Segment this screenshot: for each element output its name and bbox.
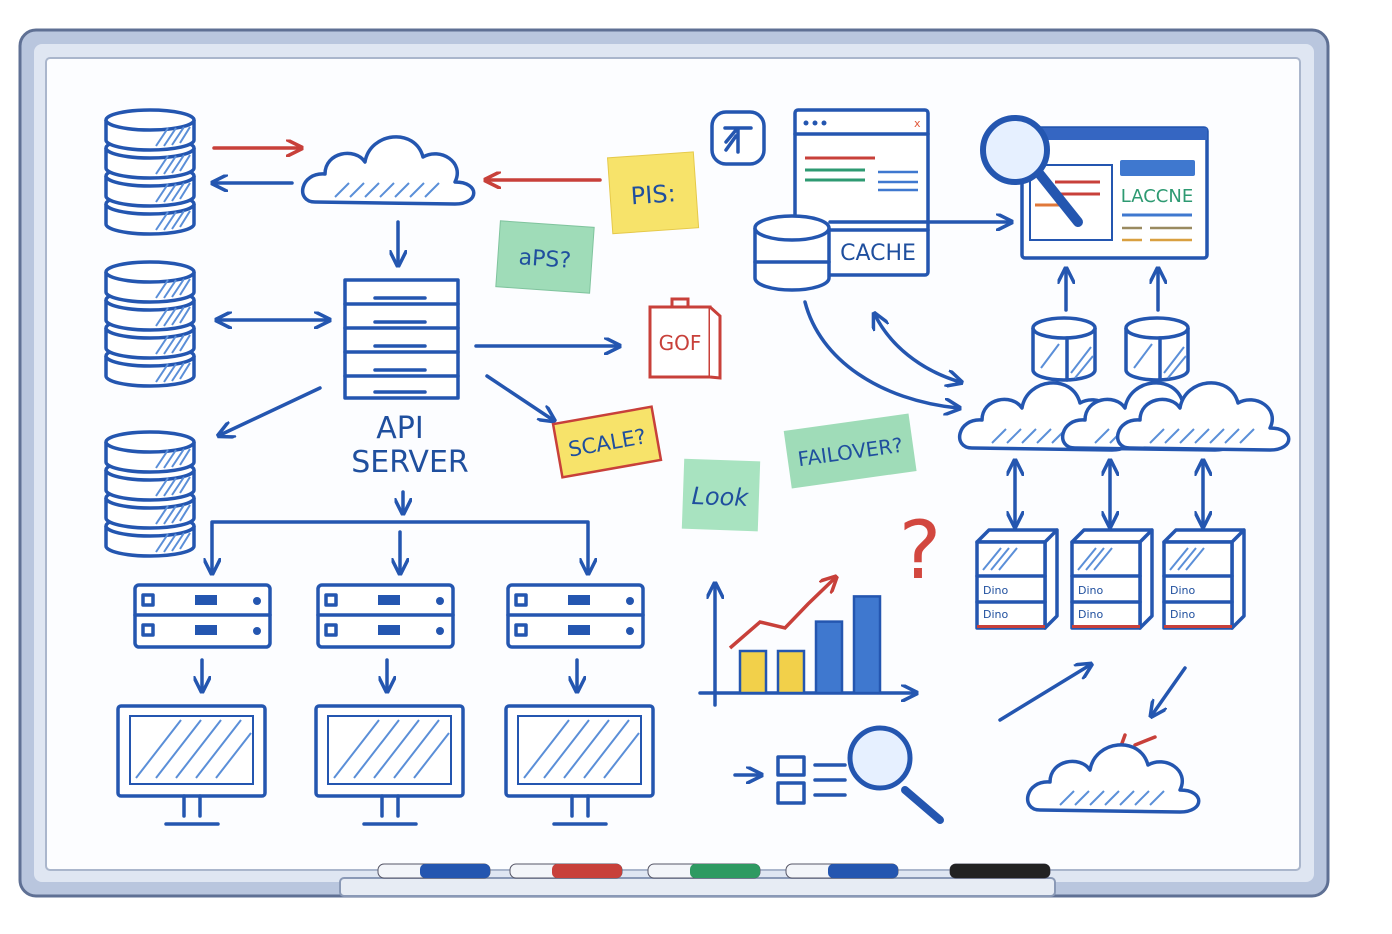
svg-text:GOF: GOF xyxy=(659,331,702,355)
server-icon: Dino Dino xyxy=(1070,528,1154,630)
svg-text:Dino: Dino xyxy=(983,584,1008,597)
svg-text:PIS:: PIS: xyxy=(630,179,677,210)
markers xyxy=(377,863,1051,879)
magnifier-icon xyxy=(980,115,1083,227)
logo-badge-icon xyxy=(710,110,766,166)
marker-pen xyxy=(949,863,1051,879)
api-server-label: API xyxy=(376,411,423,446)
database-icon xyxy=(106,432,194,556)
trend-line xyxy=(728,578,835,650)
bar-chart xyxy=(698,578,915,707)
arrow xyxy=(485,374,553,420)
svg-text:aPS?: aPS? xyxy=(518,245,572,274)
network-device-icon xyxy=(506,583,645,649)
arrows-down xyxy=(202,658,577,690)
svg-text:x: x xyxy=(914,117,921,130)
dashboard-window-icon: LACCNE xyxy=(1020,126,1209,260)
sticky-note: aPS? xyxy=(495,220,595,294)
sticky-note: PIS: xyxy=(606,151,700,235)
chart-bar xyxy=(814,620,844,695)
server-icon: Dino Dino xyxy=(1162,528,1246,630)
branch-connector xyxy=(212,520,588,572)
api-server-label: SERVER xyxy=(351,445,469,480)
svg-text:Dino: Dino xyxy=(1078,584,1103,597)
network-device-icon xyxy=(316,583,455,649)
svg-text:Dino: Dino xyxy=(1170,584,1195,597)
question-mark: ? xyxy=(899,504,941,597)
whiteboard-frame xyxy=(18,28,1330,898)
server-rack-icon xyxy=(343,278,460,400)
cache-label: CACHE xyxy=(840,241,916,266)
chart-bar xyxy=(852,595,882,695)
svg-text:Dino: Dino xyxy=(1078,608,1103,621)
marker-pen xyxy=(377,863,491,879)
sync-sketch xyxy=(998,665,1201,814)
sticky-note: Look xyxy=(681,458,761,532)
arrow xyxy=(220,386,322,435)
svg-text:Dino: Dino xyxy=(983,608,1008,621)
chart-bar xyxy=(738,649,768,695)
database-icon xyxy=(106,262,194,386)
cache-database-icon xyxy=(753,214,831,292)
marker-pen xyxy=(647,863,761,879)
sticky-note: FAILOVER? xyxy=(783,413,917,489)
server-icon: Dino Dino xyxy=(975,528,1059,630)
search-flow-sketch xyxy=(733,725,944,824)
curved-double-arrow xyxy=(875,315,960,382)
database-icon xyxy=(1031,316,1097,382)
svg-text:Dino: Dino xyxy=(1170,608,1195,621)
sticky-note: SCALE? xyxy=(551,405,663,479)
marker-tray xyxy=(339,877,1056,897)
dashboard-label: LACCNE xyxy=(1121,186,1193,207)
network-device-icon xyxy=(133,583,272,649)
database-icon xyxy=(1124,316,1190,382)
chart-bar xyxy=(776,649,806,695)
database-icon xyxy=(106,110,194,234)
gof-box-icon: GOF xyxy=(648,297,722,380)
double-arrows xyxy=(1015,462,1203,525)
curved-arrow xyxy=(803,300,958,408)
marker-pen xyxy=(509,863,623,879)
svg-text:Look: Look xyxy=(691,482,750,512)
marker-pen xyxy=(785,863,899,879)
